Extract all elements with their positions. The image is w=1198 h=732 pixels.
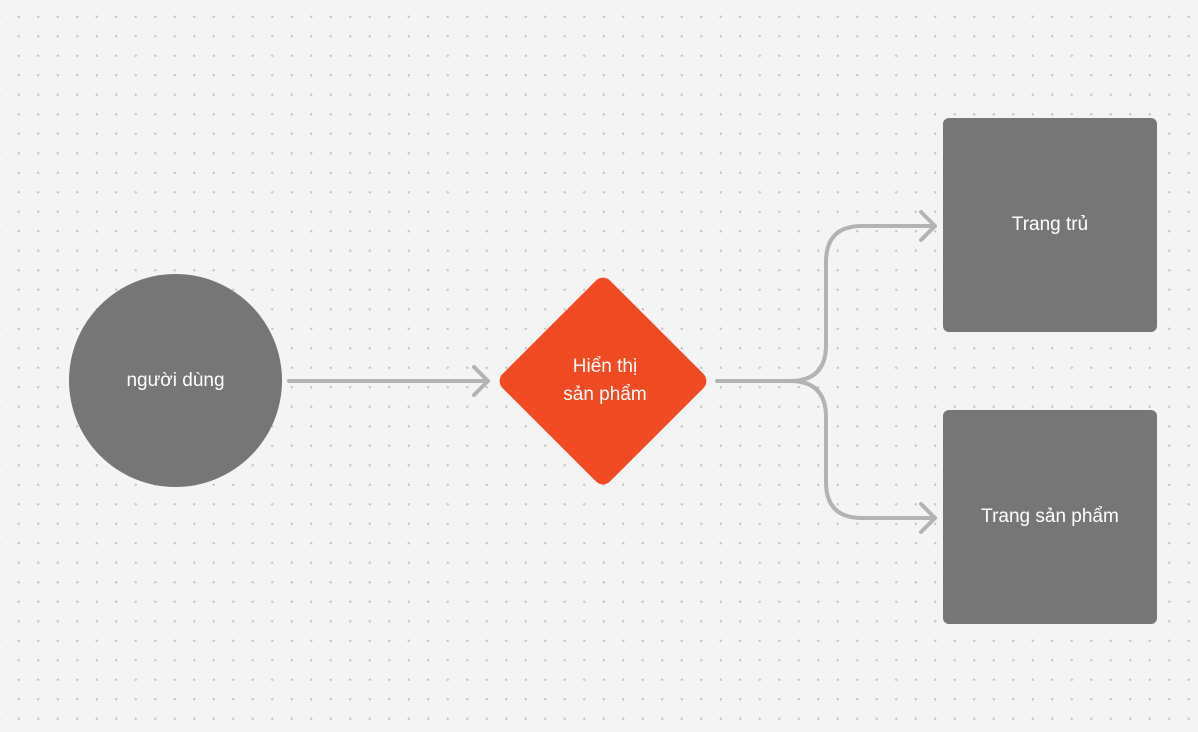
arrowhead-decision	[472, 365, 490, 397]
user-node[interactable]: người dùng	[69, 274, 282, 487]
user-node-label: người dùng	[126, 369, 225, 391]
product-page-node-label: Trang sản phẩm	[981, 506, 1119, 527]
home-page-node-label: Trang trủ	[1011, 214, 1089, 235]
arrowhead-home	[919, 210, 937, 242]
home-page-node[interactable]: Trang trủ	[943, 118, 1157, 332]
edge-decision-to-home[interactable]	[715, 224, 937, 383]
arrowhead-product	[919, 502, 937, 534]
edge-decision-to-product[interactable]	[788, 379, 937, 520]
product-page-node[interactable]: Trang sản phẩm	[943, 410, 1157, 624]
decision-node[interactable]: Hiển thị sản phẩm	[495, 273, 711, 489]
decision-node-label: Hiển thị sản phẩm	[563, 356, 647, 405]
